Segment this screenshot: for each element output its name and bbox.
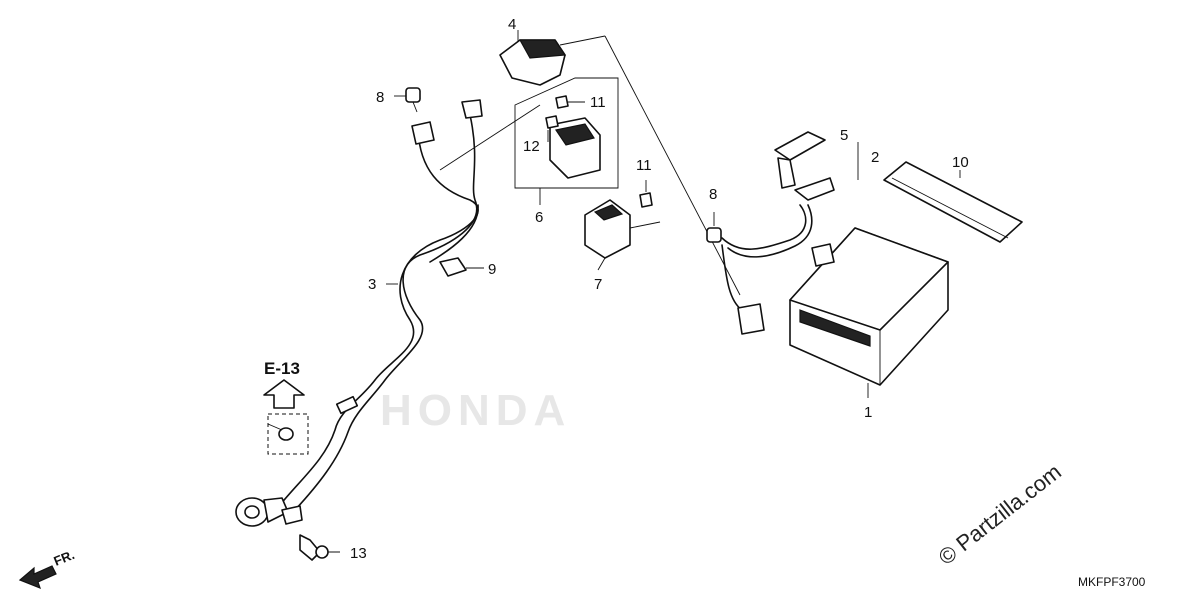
part-code: MKFPF3700 [1078,575,1146,589]
callout-6: 6 [535,209,543,226]
callout-12: 12 [523,138,540,155]
callout-4: 4 [508,16,516,33]
callout-9: 9 [488,261,496,278]
battery-cable [706,131,835,335]
callout-labels: 1 2 3 4 5 6 7 8 8 9 10 11 11 12 13 [350,16,969,562]
wire-harness [235,99,483,527]
callout-11-top: 11 [590,94,606,111]
relay-cover [499,30,567,86]
bolt-left [394,87,421,113]
callout-10: 10 [952,154,969,171]
battery [789,227,949,386]
callout-13: 13 [350,545,367,562]
callout-8-left: 8 [376,89,384,106]
watermark: HONDA [380,386,571,435]
fuse-holder [584,180,661,271]
battery-band [883,161,1023,243]
callout-2: 2 [871,149,879,166]
callout-11-lower: 11 [636,157,652,174]
clip [439,257,484,277]
callout-5: 5 [840,127,848,144]
callout-8-right: 8 [709,186,717,203]
callout-7: 7 [594,276,602,293]
callout-3: 3 [368,276,376,293]
copyright-text: © Partzilla.com [934,459,1066,570]
reference-block [263,379,309,455]
bolt-13 [299,534,329,561]
direction-label: FR. [52,547,77,569]
watermark-text: HONDA [380,386,571,435]
relay-group [514,77,619,205]
reference-label: E-13 [264,359,300,378]
callout-1: 1 [864,404,872,421]
front-arrow-icon [18,565,57,590]
